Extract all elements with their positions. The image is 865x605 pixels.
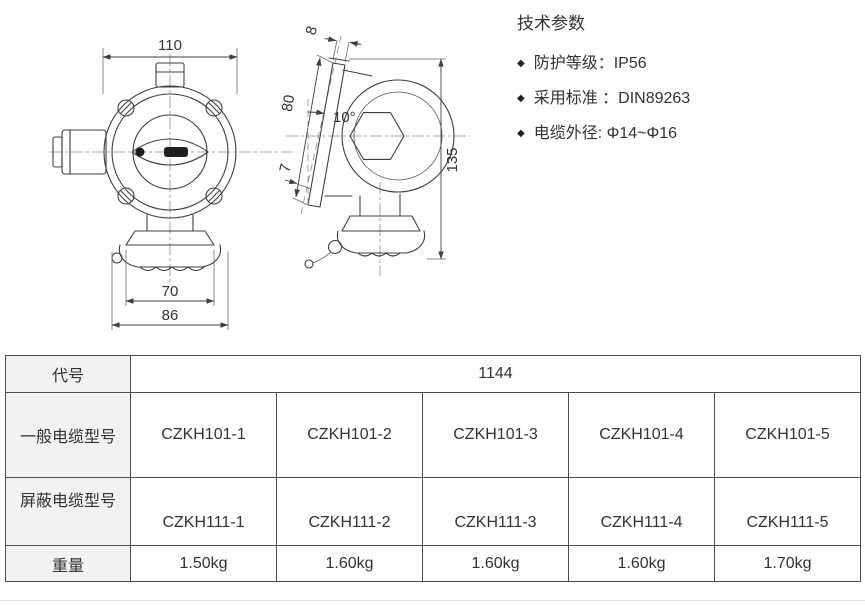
- spec-table: 代号 1144 一般电缆型号 CZKH101-1 CZKH101-2 CZKH1…: [5, 355, 862, 582]
- rotary-handle: [131, 138, 209, 166]
- table-row-weight: 重量 1.50kg 1.60kg 1.60kg 1.60kg 1.70kg: [5, 545, 862, 582]
- dim-7-label: 7: [276, 162, 294, 174]
- weight-label-cell: 重量: [5, 545, 131, 582]
- front-view: 110: [50, 37, 292, 330]
- general-cable-value-cell: CZKH101-5: [713, 392, 862, 478]
- dim-110-label: 110: [158, 37, 182, 54]
- front-base-assembly: [111, 214, 222, 272]
- side-view: 8 80 10° 7: [276, 24, 470, 276]
- weight-value-cell: 1.70kg: [713, 545, 862, 582]
- shielded-cable-value-cell: CZKH111-1: [130, 477, 277, 546]
- general-cable-value-cell: CZKH101-2: [276, 392, 423, 478]
- weight-value-cell: 1.60kg: [422, 545, 569, 582]
- shielded-cable-value-cell: CZKH111-4: [568, 477, 715, 546]
- side-dim-offset-7: 7: [276, 162, 312, 190]
- page-bottom-divider: [0, 600, 865, 601]
- general-cable-value-cell: CZKH101-4: [568, 392, 715, 478]
- weight-value-cell: 1.60kg: [568, 545, 715, 582]
- dim-8-label: 8: [302, 24, 321, 37]
- spec-item-text: 电缆外径: Φ14~Φ16: [533, 125, 678, 142]
- code-value-cell: 1144: [129, 355, 862, 393]
- general-cable-label-cell: 一般电缆型号: [5, 392, 131, 478]
- weight-value-cell: 1.50kg: [130, 545, 277, 582]
- spec-item-text: 防护等级：IP56: [533, 55, 647, 72]
- body-top-edge: [342, 69, 373, 77]
- front-dim-width-110: 110: [102, 37, 238, 94]
- tech-specs-title: 技术参数: [517, 14, 585, 33]
- top-cap: [155, 62, 185, 88]
- front-body-outline: [103, 85, 237, 219]
- general-cable-value-cell: CZKH101-3: [422, 392, 569, 478]
- side-dim-thickness-8: 8: [302, 24, 362, 63]
- diamond-bullet-icon: ◆: [517, 58, 525, 69]
- mounting-plate: [307, 57, 350, 208]
- front-dim-width-86: 86: [111, 252, 229, 330]
- dome-cover: [341, 79, 455, 193]
- weight-value-cell: 1.60kg: [276, 545, 423, 582]
- diamond-bullet-icon: ◆: [517, 93, 525, 104]
- side-dim-length-80: 80: [279, 54, 334, 206]
- dim-70-label: 70: [162, 283, 179, 300]
- spec-item-cable-diameter: ◆ 电缆外径: Φ14~Φ16: [517, 123, 690, 145]
- side-dim-angle-10: 10°: [307, 97, 356, 205]
- table-row-code: 代号 1144: [5, 355, 862, 393]
- technical-drawing-svg: 110: [50, 24, 470, 330]
- dim-10deg-label: 10°: [333, 109, 356, 126]
- dim-80-label: 80: [279, 94, 299, 113]
- dim-135-label: 135: [444, 147, 461, 172]
- spec-item-protection: ◆ 防护等级：IP56: [517, 53, 690, 75]
- dim-86-label: 86: [162, 307, 179, 324]
- table-row-general-cable: 一般电缆型号 CZKH101-1 CZKH101-2 CZKH101-3 CZK…: [5, 392, 862, 478]
- side-dim-height-135: 135: [349, 58, 461, 260]
- diamond-bullet-icon: ◆: [517, 128, 525, 139]
- table-row-shielded-cable: 屏蔽电缆型号 CZKH111-1 CZKH111-2 CZKH111-3 CZK…: [5, 477, 862, 546]
- shielded-cable-value-cell: CZKH111-2: [276, 477, 423, 546]
- general-cable-value-cell: CZKH101-1: [130, 392, 277, 478]
- spec-item-standard: ◆ 采用标准 ：DIN89263: [517, 88, 690, 110]
- tech-specs-panel: 技术参数 ◆ 防护等级：IP56 ◆ 采用标准 ：DIN89263 ◆ 电缆外径…: [517, 12, 690, 158]
- shielded-cable-value-cell: CZKH111-3: [422, 477, 569, 546]
- terminal-box: [52, 129, 107, 175]
- shielded-cable-label-cell: 屏蔽电缆型号: [5, 477, 131, 546]
- front-dim-width-70: 70: [125, 250, 215, 306]
- spec-item-text: 采用标准 ：DIN89263: [533, 90, 691, 107]
- cover-screws: [117, 99, 223, 205]
- code-label-cell: 代号: [5, 355, 131, 393]
- shielded-cable-value-cell: CZKH111-5: [713, 477, 862, 546]
- side-base-assembly: [304, 193, 426, 269]
